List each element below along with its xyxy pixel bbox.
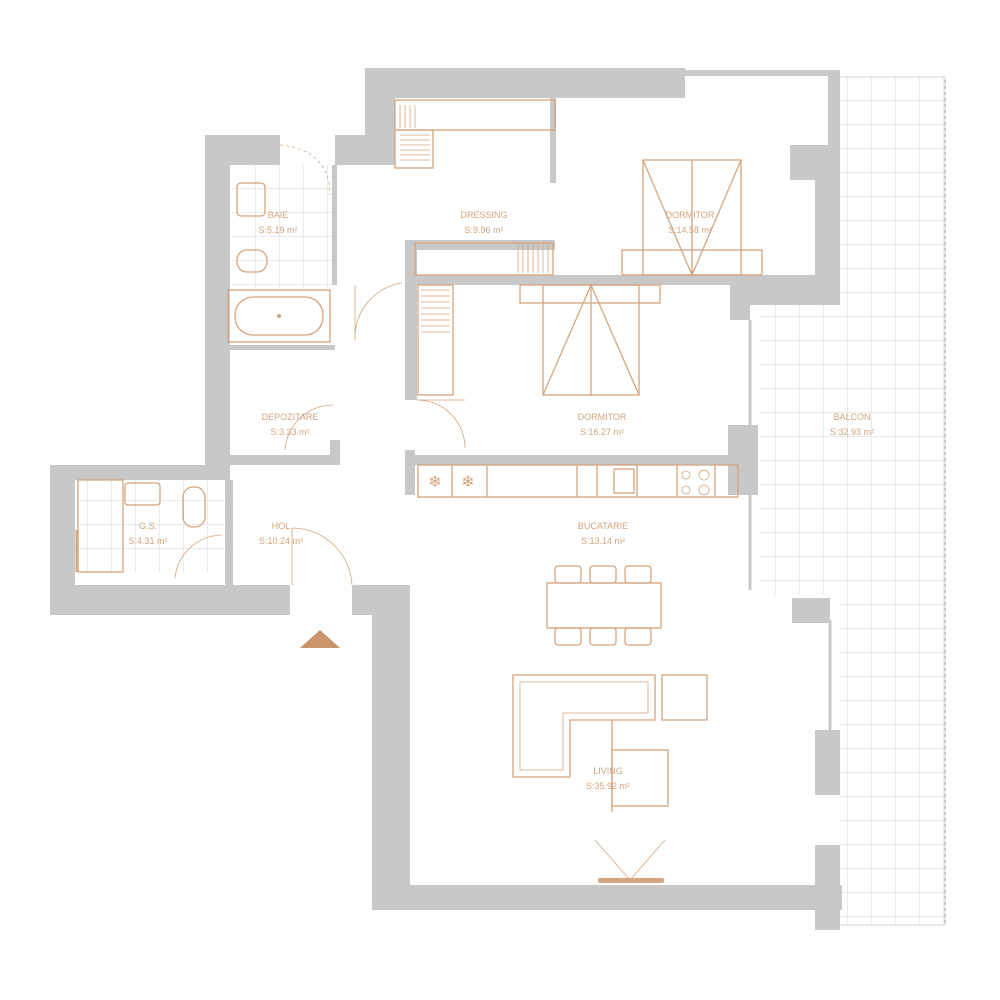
snowflake-icon: ❄ [428, 474, 441, 491]
walls [50, 68, 842, 930]
gs-tiles [78, 480, 226, 572]
balcony [760, 76, 946, 926]
entrance-arrow-icon [300, 630, 340, 648]
snowflake-icon: ❄ [461, 474, 474, 491]
room-gs: G.S.S:4.31 m² [128, 521, 168, 546]
furniture: ❄ ❄ [75, 99, 763, 883]
bath-tiles [232, 165, 332, 287]
